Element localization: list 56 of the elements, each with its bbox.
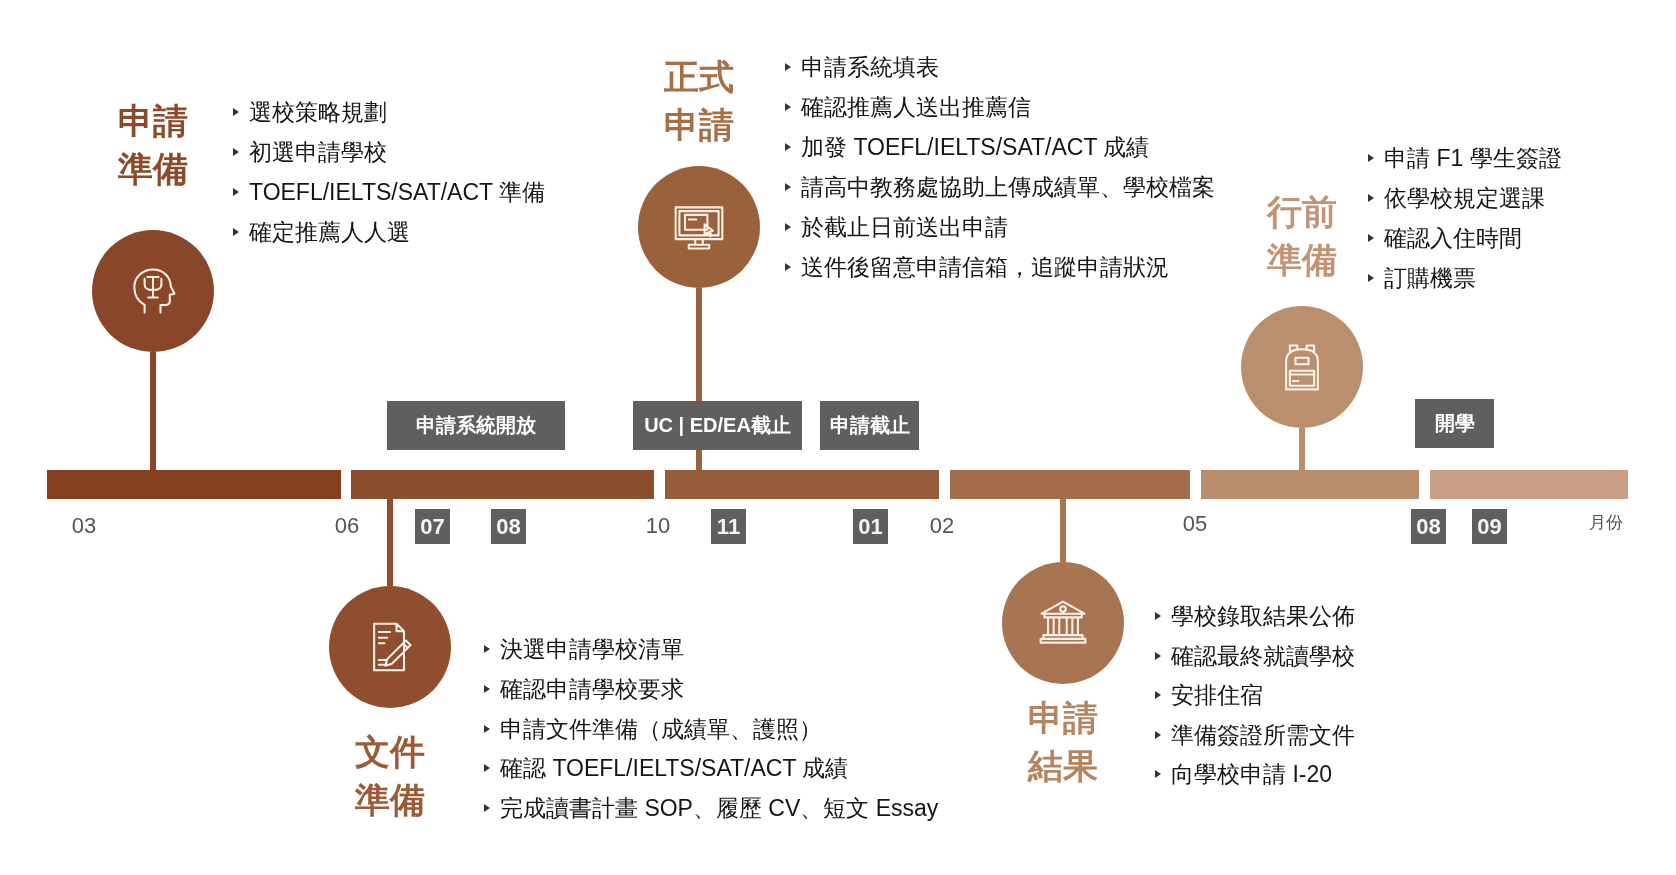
month-label: 02 <box>929 513 955 539</box>
timeline-bar <box>351 470 654 499</box>
connector-line <box>696 450 702 470</box>
phase-title: 文件準備 <box>354 731 426 821</box>
connector-line <box>696 288 702 401</box>
bullet-item: 完成讀書計畫 SOP、履歷 CV、短文 Essay <box>484 795 939 822</box>
bullet-item: 確認申請學校要求 <box>484 675 684 702</box>
bullet-item: 請高中教務處協助上傳成績單、學校檔案 <box>785 174 1215 200</box>
milestone-tag: UC | ED/EA截止 <box>633 401 802 450</box>
connector-line <box>387 499 393 586</box>
milestone-tag: 申請截止 <box>820 401 919 450</box>
bullet-item: 安排住宿 <box>1155 682 1263 708</box>
month-badge: 08 <box>491 509 526 544</box>
timeline-bar <box>47 470 341 499</box>
bullet-item: 訂購機票 <box>1368 265 1476 291</box>
timeline-bar <box>1430 470 1628 499</box>
bullet-item: 申請系統填表 <box>785 54 939 80</box>
connector-line <box>1299 428 1305 470</box>
phase-title: 行前準備 <box>1265 191 1338 281</box>
month-label: 10 <box>645 513 671 539</box>
bullet-item: 送件後留意申請信箱，追蹤申請狀況 <box>785 254 1169 280</box>
bullet-item: 初選申請學校 <box>233 139 387 165</box>
month-badge: 08 <box>1411 509 1446 544</box>
bullet-item: 申請文件準備（成績單、護照） <box>484 715 822 742</box>
phase-title: 申請準備 <box>117 100 189 190</box>
milestone-tag: 開學 <box>1415 399 1494 448</box>
month-label: 03 <box>71 513 97 539</box>
bullet-item: 選校策略規劃 <box>233 99 387 125</box>
bullet-item: 於截止日前送出申請 <box>785 214 1008 240</box>
month-badge: 09 <box>1472 509 1507 544</box>
bullet-item: 決選申請學校清單 <box>484 636 684 662</box>
bullet-item: TOEFL/IELTS/SAT/ACT 準備 <box>233 179 546 205</box>
bullet-item: 準備簽證所需文件 <box>1155 721 1355 748</box>
month-label: 06 <box>334 513 360 539</box>
bullet-item: 確認最終就讀學校 <box>1155 642 1355 669</box>
phase-title: 正式申請 <box>663 56 735 146</box>
bullet-item: 確定推薦人人選 <box>233 219 410 245</box>
timeline-bar <box>665 470 939 499</box>
connector-line <box>1060 499 1066 562</box>
month-label: 05 <box>1182 511 1208 537</box>
bullet-item: 學校錄取結果公佈 <box>1155 603 1355 629</box>
bullet-item: 申請 F1 學生簽證 <box>1368 145 1562 171</box>
bullet-item: 加發 TOEFL/IELTS/SAT/ACT 成績 <box>785 134 1150 160</box>
month-badge: 11 <box>711 509 746 544</box>
bullet-item: 確認推薦人送出推薦信 <box>785 94 1031 120</box>
bullet-item: 確認入住時間 <box>1368 225 1522 251</box>
bullet-item: 確認 TOEFL/IELTS/SAT/ACT 成績 <box>484 755 849 782</box>
phase-title: 申請結果 <box>1026 697 1099 787</box>
timeline-bar <box>1201 470 1419 499</box>
month-badge: 07 <box>415 509 450 544</box>
connector-line <box>150 352 156 470</box>
milestone-tag: 申請系統開放 <box>387 401 565 450</box>
bullet-item: 向學校申請 I-20 <box>1155 761 1333 787</box>
month-badge: 01 <box>853 509 888 544</box>
bullet-item: 依學校規定選課 <box>1368 185 1545 211</box>
timeline-bar <box>950 470 1190 499</box>
